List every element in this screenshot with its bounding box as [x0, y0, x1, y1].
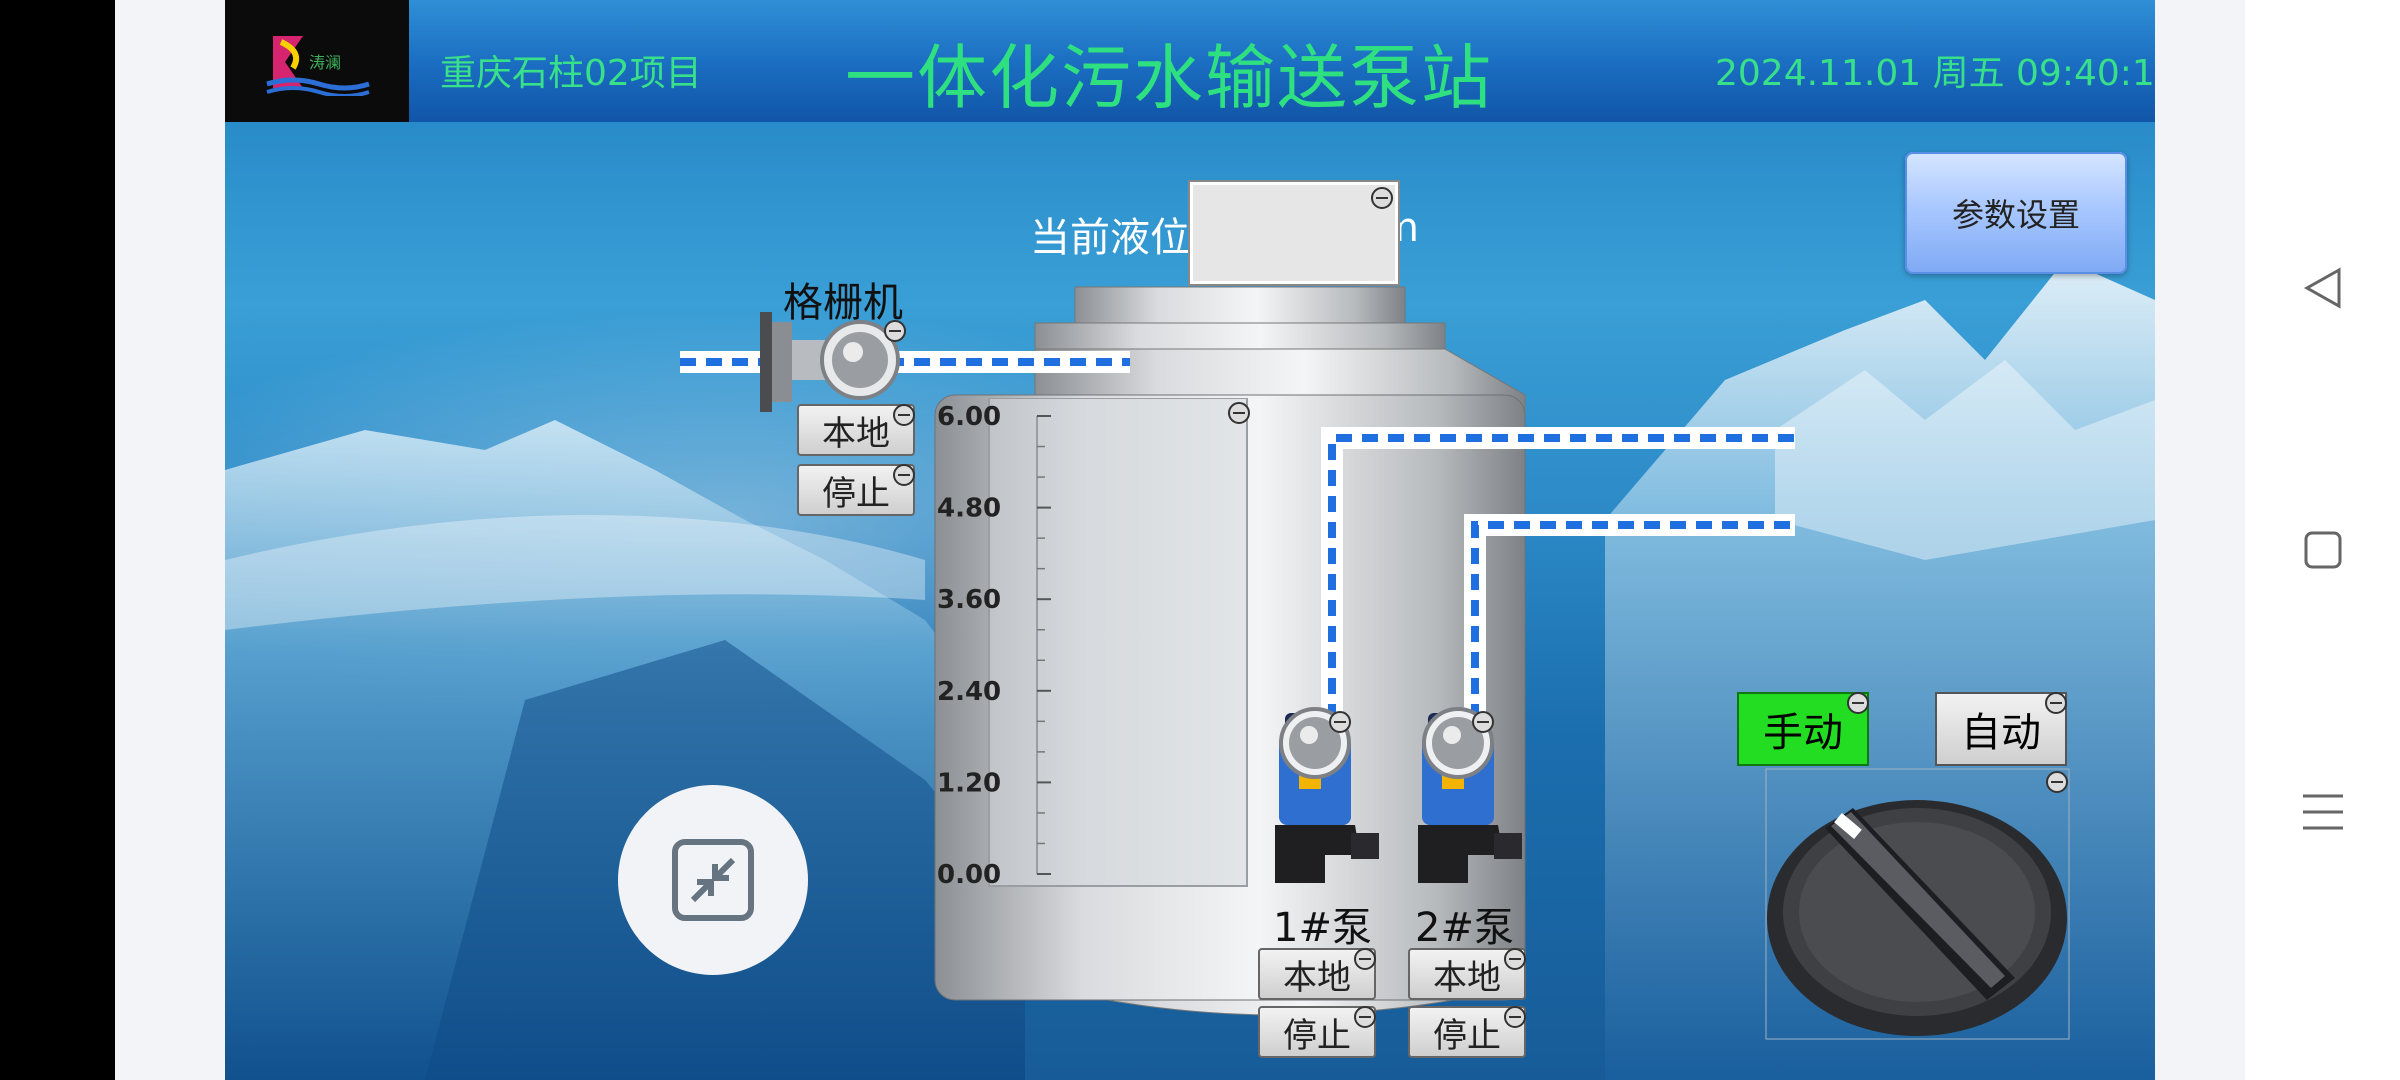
minimize-window-icon: [672, 839, 754, 921]
menu-button[interactable]: [2245, 762, 2400, 862]
menu-lines-icon: [2302, 794, 2343, 830]
gauge-tick-label: 2.40: [937, 677, 1001, 707]
grille-mode-label: 本地: [822, 413, 890, 454]
auto-mode-label: 自动: [1961, 710, 2041, 756]
auto-mode-button[interactable]: 自动: [1935, 692, 2067, 766]
grille-machine-label: 格栅机: [783, 280, 903, 326]
system-navigation-bar: [2245, 0, 2400, 1080]
minus-icon: [2045, 692, 2067, 714]
minus-icon: [1847, 692, 1869, 714]
home-button[interactable]: [2245, 500, 2400, 600]
back-triangle-icon: [2303, 267, 2340, 309]
pump-1-mode-button[interactable]: 本地: [1258, 948, 1376, 1000]
pump-1-icon[interactable]: [1265, 705, 1385, 890]
back-button[interactable]: [2245, 238, 2400, 338]
minus-icon: [1329, 711, 1351, 733]
minus-icon: [1504, 1006, 1526, 1028]
svg-text:涛澜: 涛澜: [309, 53, 341, 72]
minus-icon: [1354, 1006, 1376, 1028]
pump-1-label: 1#泵: [1273, 905, 1372, 951]
project-name: 重庆石柱02项目: [440, 53, 702, 94]
manual-mode-button[interactable]: 手动: [1737, 692, 1869, 766]
pump-1-status-label: 停止: [1283, 1015, 1351, 1056]
level-label: 当前液位: [1030, 215, 1190, 261]
minus-icon: [1472, 711, 1494, 733]
minus-icon: [893, 404, 915, 426]
pump-1-mode-label: 本地: [1283, 957, 1351, 998]
hmi-screen: 涛澜 重庆石柱02项目 一体化污水输送泵站 2024.11.01 周五 09:4…: [225, 0, 2155, 1080]
param-settings-button[interactable]: 参数设置: [1905, 152, 2127, 274]
header-bar: 涛澜 重庆石柱02项目 一体化污水输送泵站 2024.11.01 周五 09:4…: [225, 0, 2155, 122]
home-square-icon: [2304, 531, 2341, 569]
logo-box: 涛澜: [225, 0, 409, 122]
minus-icon: [884, 320, 906, 342]
company-logo-icon: 涛澜: [266, 36, 370, 96]
left-margin: [115, 0, 225, 1080]
minus-icon: [1354, 948, 1376, 970]
minus-icon: [1228, 402, 1250, 424]
grille-machine-icon[interactable]: [760, 302, 905, 417]
pump-2-mode-label: 本地: [1433, 957, 1501, 998]
grille-status-label: 停止: [822, 473, 890, 514]
screen-left-edge: [0, 0, 115, 1080]
minus-icon: [1504, 948, 1526, 970]
gauge-tick-label: 6.00: [937, 402, 1001, 432]
pump-2-status-button[interactable]: 停止: [1408, 1006, 1526, 1058]
rotary-switch-icon[interactable]: [1765, 768, 2070, 1040]
page-title: 一体化污水输送泵站: [845, 37, 1493, 119]
floating-minimize-button[interactable]: [618, 785, 808, 975]
level-value-display[interactable]: [1190, 182, 1398, 284]
level-gauge: 6.00 4.80 3.60 2.40 1.20 0.00: [937, 398, 1248, 888]
minus-icon: [2046, 771, 2068, 793]
gauge-tick-label: 1.20: [937, 768, 1001, 798]
gauge-tick-label: 4.80: [937, 494, 1001, 524]
minus-icon: [1371, 187, 1393, 209]
grille-mode-button[interactable]: 本地: [797, 404, 915, 456]
pipe-network: [680, 351, 1795, 720]
pump-2-mode-button[interactable]: 本地: [1408, 948, 1526, 1000]
manual-mode-label: 手动: [1763, 710, 1843, 756]
grille-status-button[interactable]: 停止: [797, 464, 915, 516]
pump-2-label: 2#泵: [1415, 905, 1514, 951]
pump-1-status-button[interactable]: 停止: [1258, 1006, 1376, 1058]
right-margin: [2155, 0, 2245, 1080]
gauge-tick-label: 3.60: [937, 585, 1001, 615]
minus-icon: [893, 464, 915, 486]
gauge-tick-label: 0.00: [937, 860, 1001, 888]
pump-2-status-label: 停止: [1433, 1015, 1501, 1056]
pump-2-icon[interactable]: [1408, 705, 1528, 890]
datetime-display: 2024.11.01 周五 09:40:10: [1715, 53, 2155, 94]
